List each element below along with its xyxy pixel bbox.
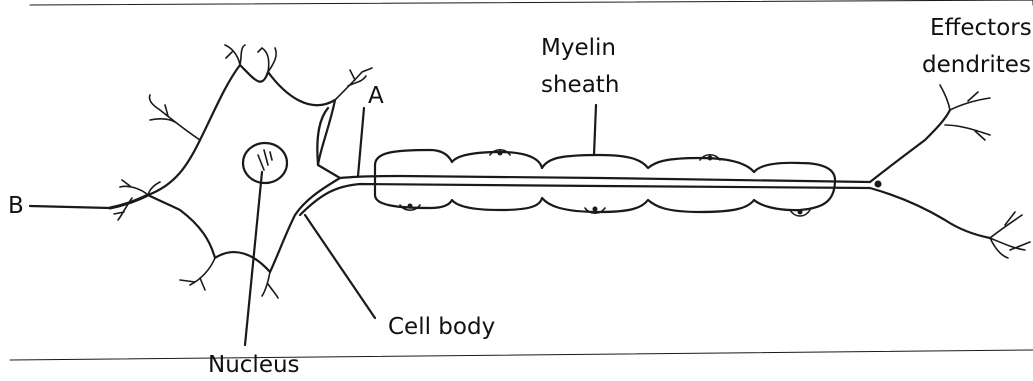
label-a: A bbox=[368, 83, 384, 109]
dendrite-b bbox=[110, 180, 160, 220]
pointer-b bbox=[30, 206, 110, 208]
label-effectors-line1: Effectors bbox=[930, 15, 1032, 41]
pointer-nucleus bbox=[245, 172, 262, 345]
myelin-sheath bbox=[375, 150, 835, 216]
label-nucleus: Nucleus bbox=[208, 352, 300, 378]
label-myelin-line2: sheath bbox=[541, 72, 619, 98]
effector-dendrites bbox=[870, 85, 1030, 258]
label-myelin-line1: Myelin bbox=[541, 35, 616, 61]
label-b: B bbox=[8, 193, 24, 219]
paper-edge bbox=[10, 0, 1033, 360]
pointer-lines bbox=[30, 105, 596, 345]
pointer-a bbox=[358, 108, 364, 176]
nucleus bbox=[243, 143, 287, 183]
pointer-cell-body bbox=[305, 215, 375, 318]
label-effectors-line2: dendrites bbox=[922, 52, 1031, 78]
label-cell-body: Cell body bbox=[388, 314, 495, 340]
pointer-myelin bbox=[594, 105, 596, 155]
cell-body bbox=[148, 45, 372, 298]
